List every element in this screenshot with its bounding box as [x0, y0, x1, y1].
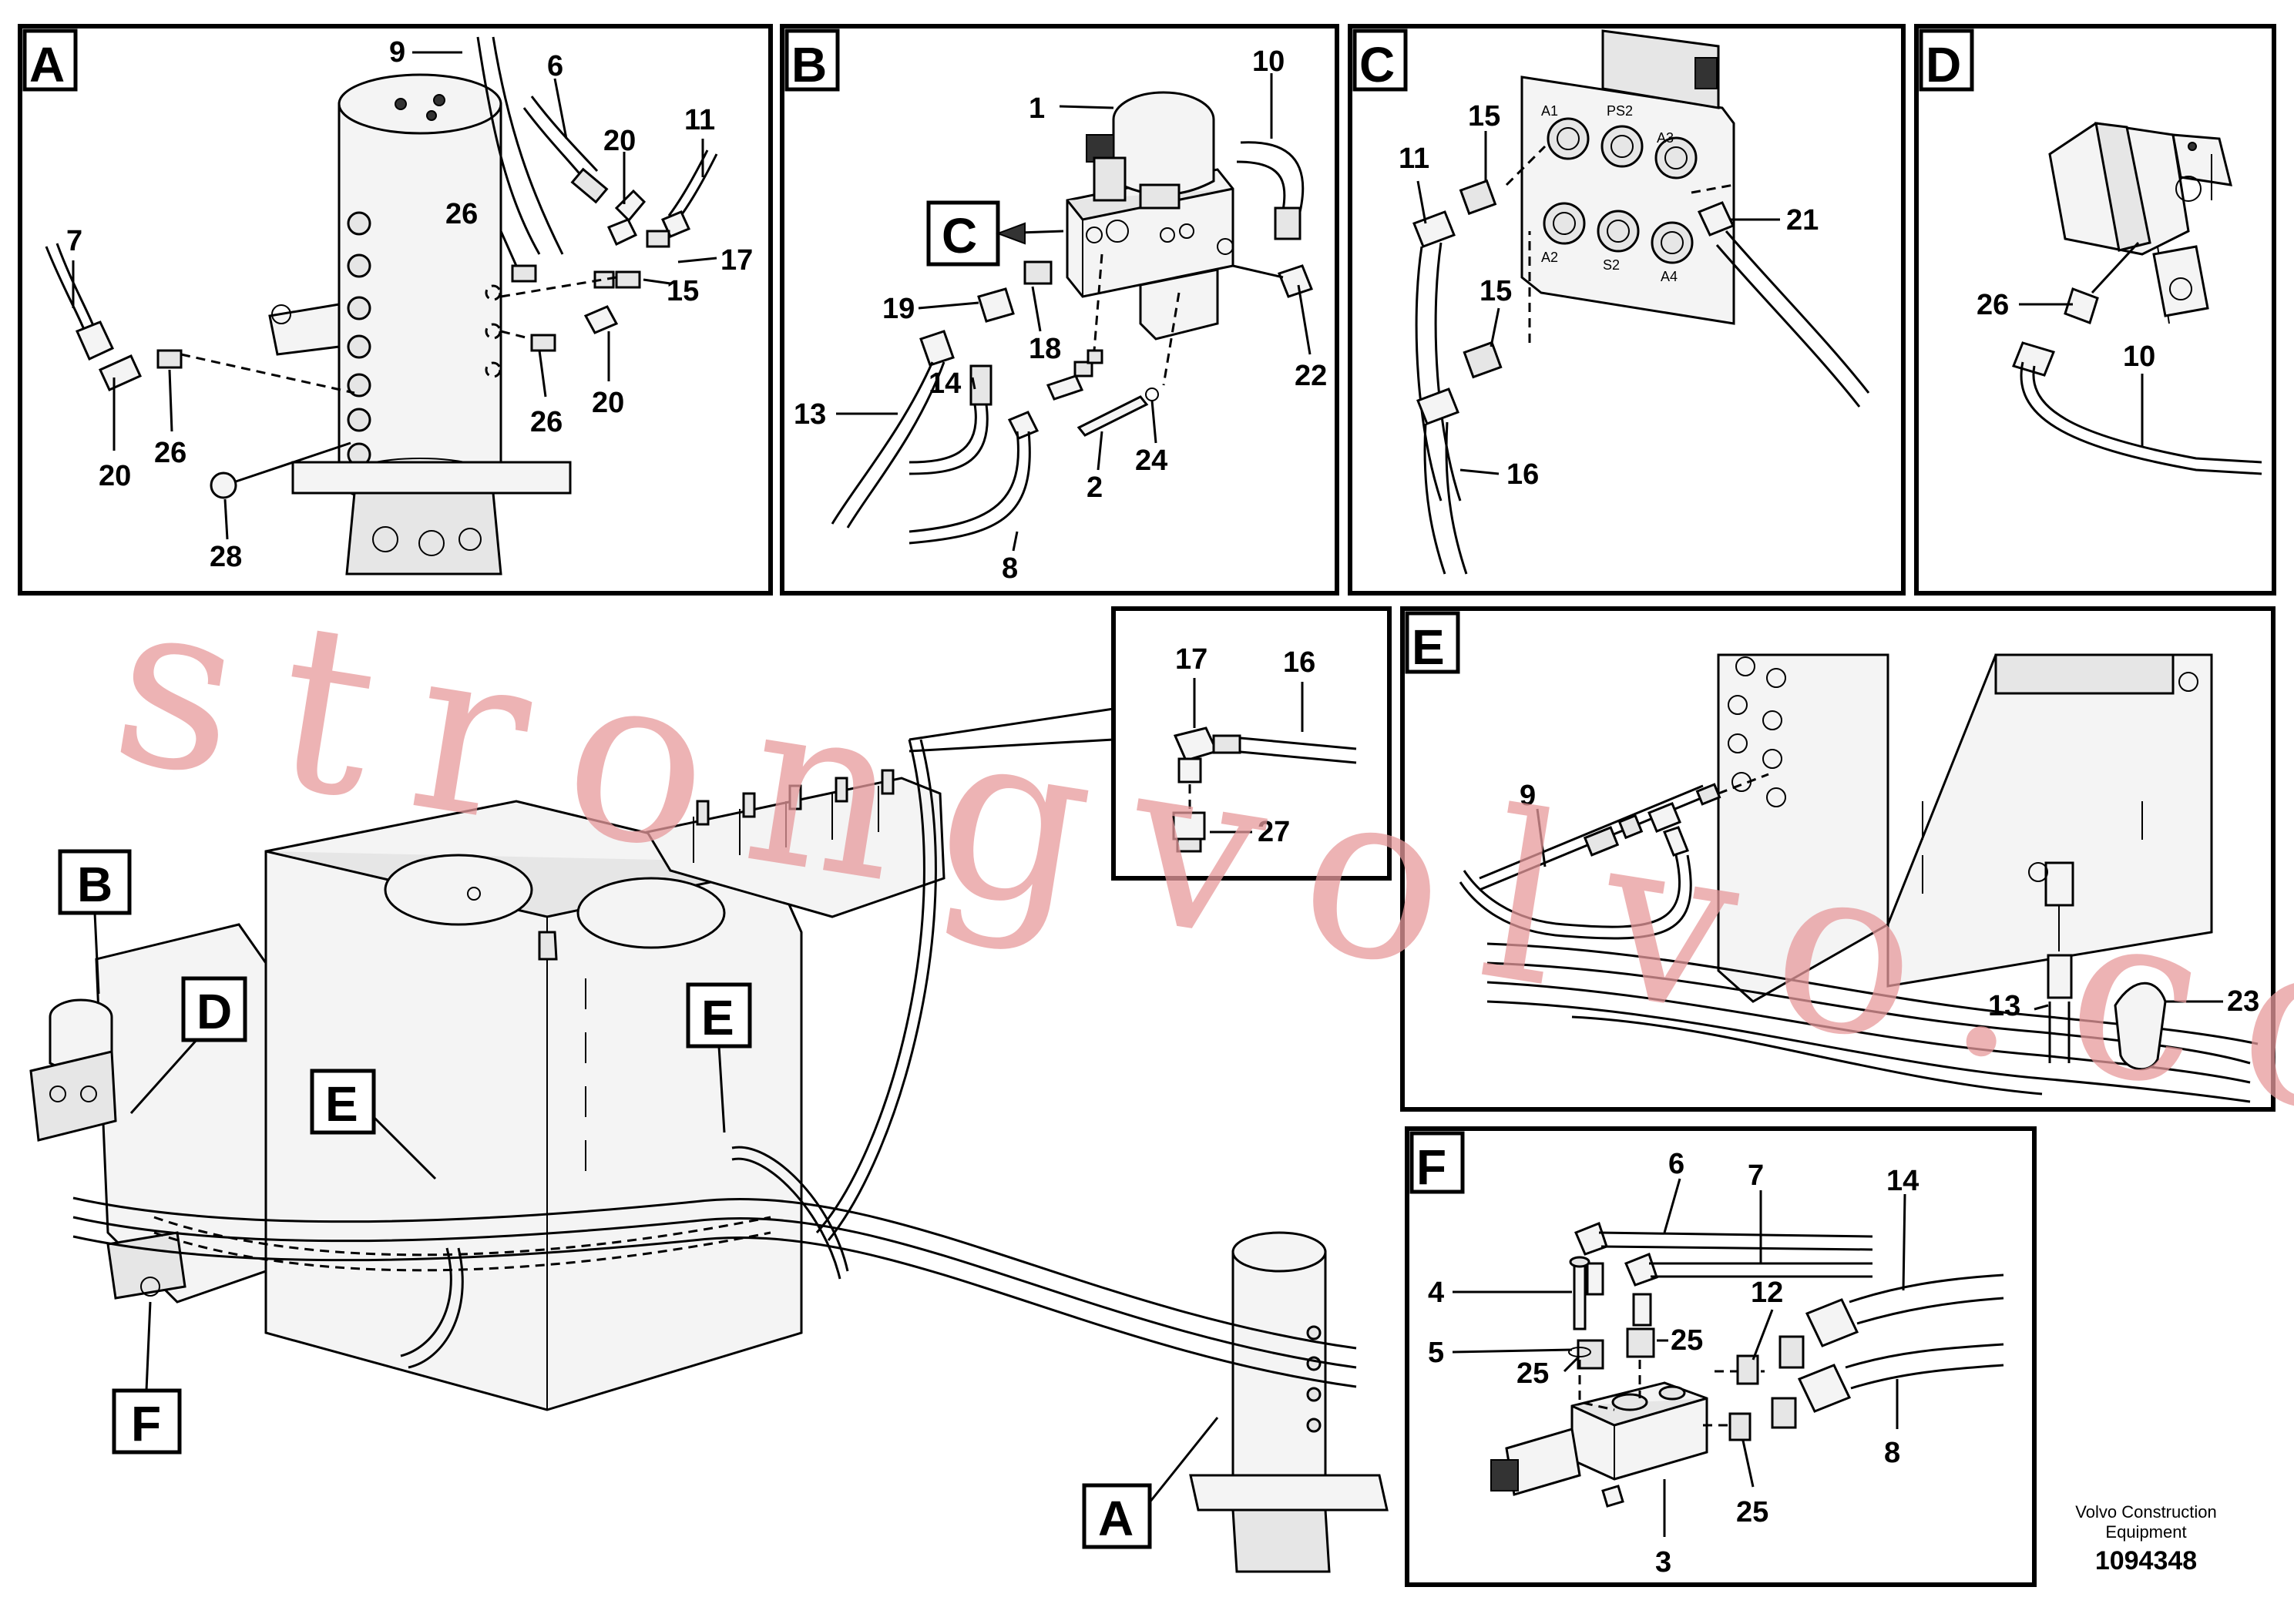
port-mark-a4: A4 [1661, 269, 1678, 284]
label-b-18: 18 [1029, 333, 1061, 365]
footer-brand-line2: Equipment [2105, 1522, 2186, 1542]
footer-brand-line1: Volvo Construction [2075, 1502, 2216, 1522]
hydraulic-tank-side-illustration [1717, 653, 2213, 1003]
label-f-25-bottom: 25 [1736, 1496, 1768, 1528]
panel-d: D 26 10 [1914, 24, 2276, 596]
label-a-15: 15 [667, 275, 699, 307]
overview-callout-b-letter: B [77, 857, 113, 912]
label-f-6: 6 [1668, 1148, 1684, 1180]
label-a-11: 11 [684, 104, 715, 136]
overview-callout-a-letter: A [1098, 1491, 1134, 1546]
label-b-2: 2 [1087, 471, 1103, 504]
label-a-26-bottom: 26 [530, 406, 563, 438]
label-d-26: 26 [1977, 289, 2009, 321]
panel-e-letter: E [1412, 619, 1445, 675]
label-a-26-top: 26 [445, 198, 478, 230]
label-a-7: 7 [66, 225, 82, 257]
label-f-12: 12 [1751, 1277, 1783, 1309]
label-a-20-right: 20 [592, 387, 624, 419]
label-a-28: 28 [210, 541, 242, 573]
label-b-10: 10 [1252, 45, 1285, 78]
panel-b: B [780, 24, 1339, 596]
panel-a-letter: A [29, 37, 65, 92]
panel-a-tag [22, 29, 78, 92]
panel-c-tag [1352, 29, 1408, 92]
overview-callout-d [181, 976, 247, 1042]
label-b-22: 22 [1295, 360, 1327, 392]
label-a-26-left: 26 [154, 437, 186, 469]
label-b-14: 14 [929, 367, 961, 400]
overview-machine: B D E E F A [29, 707, 1389, 1573]
panel-c-letter: C [1359, 37, 1395, 92]
label-e-9: 9 [1520, 780, 1536, 812]
label-b-19: 19 [882, 293, 915, 325]
label-detail-27: 27 [1258, 816, 1290, 848]
label-f-3: 3 [1655, 1546, 1671, 1579]
label-e-23: 23 [2227, 985, 2259, 1018]
label-c-15-top: 15 [1468, 100, 1500, 133]
label-a-20-top: 20 [603, 125, 636, 157]
panel-e-tag [1405, 611, 1460, 674]
label-c-16: 16 [1506, 458, 1539, 491]
panel-d-frame [1914, 24, 2276, 596]
panel-detail: 17 16 27 [1111, 606, 1392, 881]
valve-block-ports-illustration: A1 PS2 A3 A2 S2 A4 [1520, 29, 1735, 325]
label-e-13: 13 [1988, 990, 2020, 1022]
label-c-21: 21 [1786, 204, 1819, 237]
label-a-17: 17 [720, 244, 753, 277]
panel-b-letter: B [791, 37, 827, 92]
label-a-20-left: 20 [99, 460, 131, 492]
label-detail-17: 17 [1175, 643, 1207, 676]
panel-f-tag [1409, 1131, 1465, 1194]
label-f-4: 4 [1428, 1277, 1444, 1309]
panel-d-letter: D [1926, 37, 1961, 92]
label-d-10: 10 [2123, 341, 2155, 373]
overview-callout-e-right-letter: E [701, 990, 734, 1045]
label-c-15-bottom: 15 [1480, 275, 1512, 307]
label-b-13: 13 [794, 398, 826, 431]
overview-callout-e-left [310, 1069, 376, 1135]
panel-b-callout-c-letter: C [942, 208, 977, 263]
overview-callout-d-letter: D [196, 984, 232, 1039]
overview-callout-f-letter: F [131, 1396, 161, 1451]
label-f-25-left: 25 [1516, 1357, 1549, 1390]
label-f-14: 14 [1886, 1165, 1919, 1197]
label-f-5: 5 [1428, 1337, 1444, 1369]
port-mark-a3: A3 [1657, 130, 1674, 146]
label-a-9: 9 [389, 36, 405, 69]
label-b-24: 24 [1135, 445, 1167, 477]
port-mark-a1: A1 [1541, 103, 1558, 119]
overview-callout-f [112, 1388, 182, 1455]
label-b-8: 8 [1002, 552, 1018, 585]
label-b-1: 1 [1029, 92, 1045, 125]
panel-d-tag [1919, 29, 1974, 92]
overview-callout-a [1082, 1483, 1152, 1549]
panel-c: C A1 PS2 A3 A2 S2 A4 [1348, 24, 1906, 596]
panel-a: A [18, 24, 773, 596]
label-detail-16: 16 [1283, 646, 1315, 679]
port-mark-ps2: PS2 [1607, 103, 1633, 119]
pump-port-illustration [2048, 122, 2233, 324]
overview-callout-e-left-letter: E [325, 1076, 358, 1132]
accumulator-valve-illustration [1066, 91, 1234, 341]
port-mark-s2: S2 [1603, 257, 1620, 273]
label-a-6: 6 [547, 50, 563, 82]
detail-frame [1111, 606, 1392, 881]
port-mark-a2: A2 [1541, 250, 1558, 265]
panel-f-frame [1405, 1126, 2037, 1587]
panel-b-frame [780, 24, 1339, 596]
label-f-25-top: 25 [1671, 1324, 1703, 1357]
panel-b-tag [784, 29, 840, 92]
drawing-number: 1094348 [2095, 1546, 2197, 1575]
label-c-11: 11 [1399, 143, 1429, 175]
label-f-7: 7 [1748, 1159, 1764, 1192]
panel-e: E [1400, 606, 2276, 1112]
panel-f-letter: F [1416, 1139, 1446, 1195]
footer-block: Volvo Construction Equipment 1094348 [2075, 1502, 2216, 1575]
panel-f: F [1405, 1126, 2037, 1587]
label-f-8: 8 [1884, 1437, 1900, 1469]
swivel-joint-illustration [268, 73, 572, 575]
